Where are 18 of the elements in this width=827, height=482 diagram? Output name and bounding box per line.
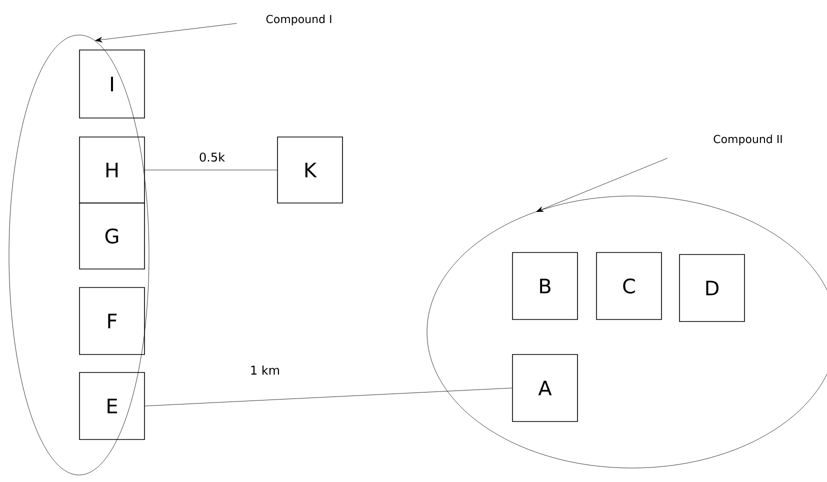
letter-box: F xyxy=(79,287,145,355)
compound-label: Compound I xyxy=(266,14,332,26)
compound-label: Compound II xyxy=(714,134,782,146)
letter-box: I xyxy=(79,50,145,118)
compound-ellipse xyxy=(8,34,150,476)
edge-label: 1 km xyxy=(248,364,282,376)
letter-box: H xyxy=(79,136,145,204)
edge-label: 0.5k xyxy=(198,151,226,163)
letter-box: K xyxy=(277,136,343,204)
arrow xyxy=(95,23,237,42)
letter-box: C xyxy=(596,252,662,320)
arrow xyxy=(536,158,668,212)
letter-box: A xyxy=(512,354,578,422)
letter-box: G xyxy=(79,202,145,270)
letter-box: B xyxy=(512,252,578,320)
letter-box: E xyxy=(79,372,145,440)
letter-box: D xyxy=(679,254,745,322)
connector-line xyxy=(144,388,512,406)
